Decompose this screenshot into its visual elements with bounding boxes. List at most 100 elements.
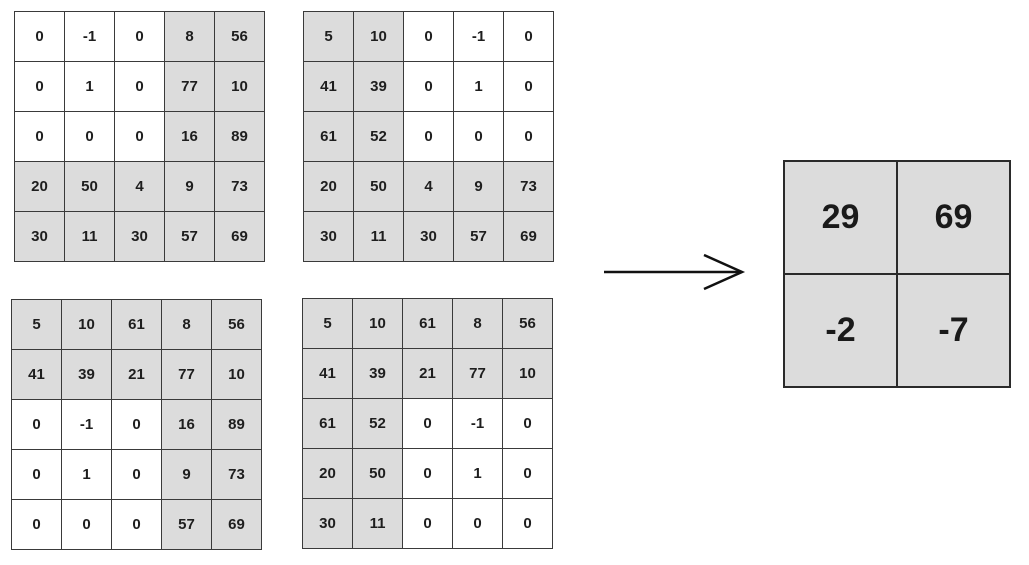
grid-cell: 41 (11, 349, 62, 400)
grid-cell: 57 (453, 211, 504, 262)
grid-cell: 21 (111, 349, 162, 400)
grid-cell: 9 (453, 161, 504, 212)
grid-cell: 0 (402, 448, 453, 499)
grid-cell: 1 (452, 448, 503, 499)
grid-cell: 0 (61, 499, 112, 550)
grid-cell: 1 (61, 449, 112, 500)
grid-cell: 10 (502, 348, 553, 399)
grid-cell: 73 (211, 449, 262, 500)
grid-cell: 5 (11, 299, 62, 350)
grid-cell: 0 (502, 448, 553, 499)
grid-cell: 0 (402, 398, 453, 449)
grid-cell: 30 (303, 211, 354, 262)
grid-cell: 57 (161, 499, 212, 550)
grid-cell: 0 (452, 498, 503, 549)
grid-cell: 11 (64, 211, 115, 262)
grid-cell: 0 (502, 498, 553, 549)
grid-cell: 0 (14, 111, 65, 162)
grid-cell: 0 (503, 11, 554, 62)
grid-cell: 39 (352, 348, 403, 399)
output-feature-map-grid: 29 69 -2 -7 (783, 160, 1011, 388)
grid-cell: 8 (164, 11, 215, 62)
grid-cell: -1 (61, 399, 112, 450)
grid-cell: 0 (64, 111, 115, 162)
grid-cell: 10 (352, 298, 403, 349)
grid-cell: 30 (302, 498, 353, 549)
grid-cell: 8 (161, 299, 212, 350)
grid-cell: 0 (402, 498, 453, 549)
grid-cell: 41 (303, 61, 354, 112)
grid-cell: 52 (353, 111, 404, 162)
grid-cell: 0 (114, 61, 165, 112)
grid-cell: 5 (303, 11, 354, 62)
grid-cell: 0 (111, 499, 162, 550)
grid-cell: 0 (403, 111, 454, 162)
grid-cell: 5 (302, 298, 353, 349)
grid-cell: 61 (111, 299, 162, 350)
grid-cell: 0 (403, 61, 454, 112)
grid-cell: 30 (114, 211, 165, 262)
grid-cell: 21 (402, 348, 453, 399)
output-cell: 69 (896, 160, 1011, 275)
grid-cell: 16 (161, 399, 212, 450)
grid-cell: 0 (114, 111, 165, 162)
grid-cell: 10 (61, 299, 112, 350)
grid-cell: 69 (214, 211, 265, 262)
grid-cell: 10 (353, 11, 404, 62)
grid-cell: 89 (211, 399, 262, 450)
grid-cell: 11 (353, 211, 404, 262)
grid-cell: 30 (403, 211, 454, 262)
grid-cell: 0 (503, 111, 554, 162)
grid-cell: 8 (452, 298, 503, 349)
grid-cell: 61 (303, 111, 354, 162)
grid-cell: 73 (214, 161, 265, 212)
grid-cell: 89 (214, 111, 265, 162)
grid-cell: 0 (453, 111, 504, 162)
grid-cell: -1 (64, 11, 115, 62)
grid-cell: 0 (403, 11, 454, 62)
grid-cell: 57 (164, 211, 215, 262)
grid-cell: 10 (211, 349, 262, 400)
grid-cell: 41 (302, 348, 353, 399)
grid-cell: 0 (111, 399, 162, 450)
grid-cell: 56 (502, 298, 553, 349)
output-cell: -7 (896, 273, 1011, 388)
grid-cell: 30 (14, 211, 65, 262)
grid-cell: 1 (64, 61, 115, 112)
grid-cell: 56 (214, 11, 265, 62)
grid-cell: 0 (503, 61, 554, 112)
grid-cell: 69 (503, 211, 554, 262)
output-cell: 29 (783, 160, 898, 275)
grid-cell: 20 (14, 161, 65, 212)
grid-cell: 52 (352, 398, 403, 449)
grid-cell: 61 (402, 298, 453, 349)
grid-cell: 0 (14, 61, 65, 112)
grid-cell: 0 (14, 11, 65, 62)
grid-cell: 73 (503, 161, 554, 212)
grid-cell: 39 (61, 349, 112, 400)
grid-cell: 9 (164, 161, 215, 212)
grid-cell: 56 (211, 299, 262, 350)
grid-cell: -1 (452, 398, 503, 449)
grid-cell: 50 (352, 448, 403, 499)
grid-cell: 20 (302, 448, 353, 499)
grid-cell: 4 (114, 161, 165, 212)
